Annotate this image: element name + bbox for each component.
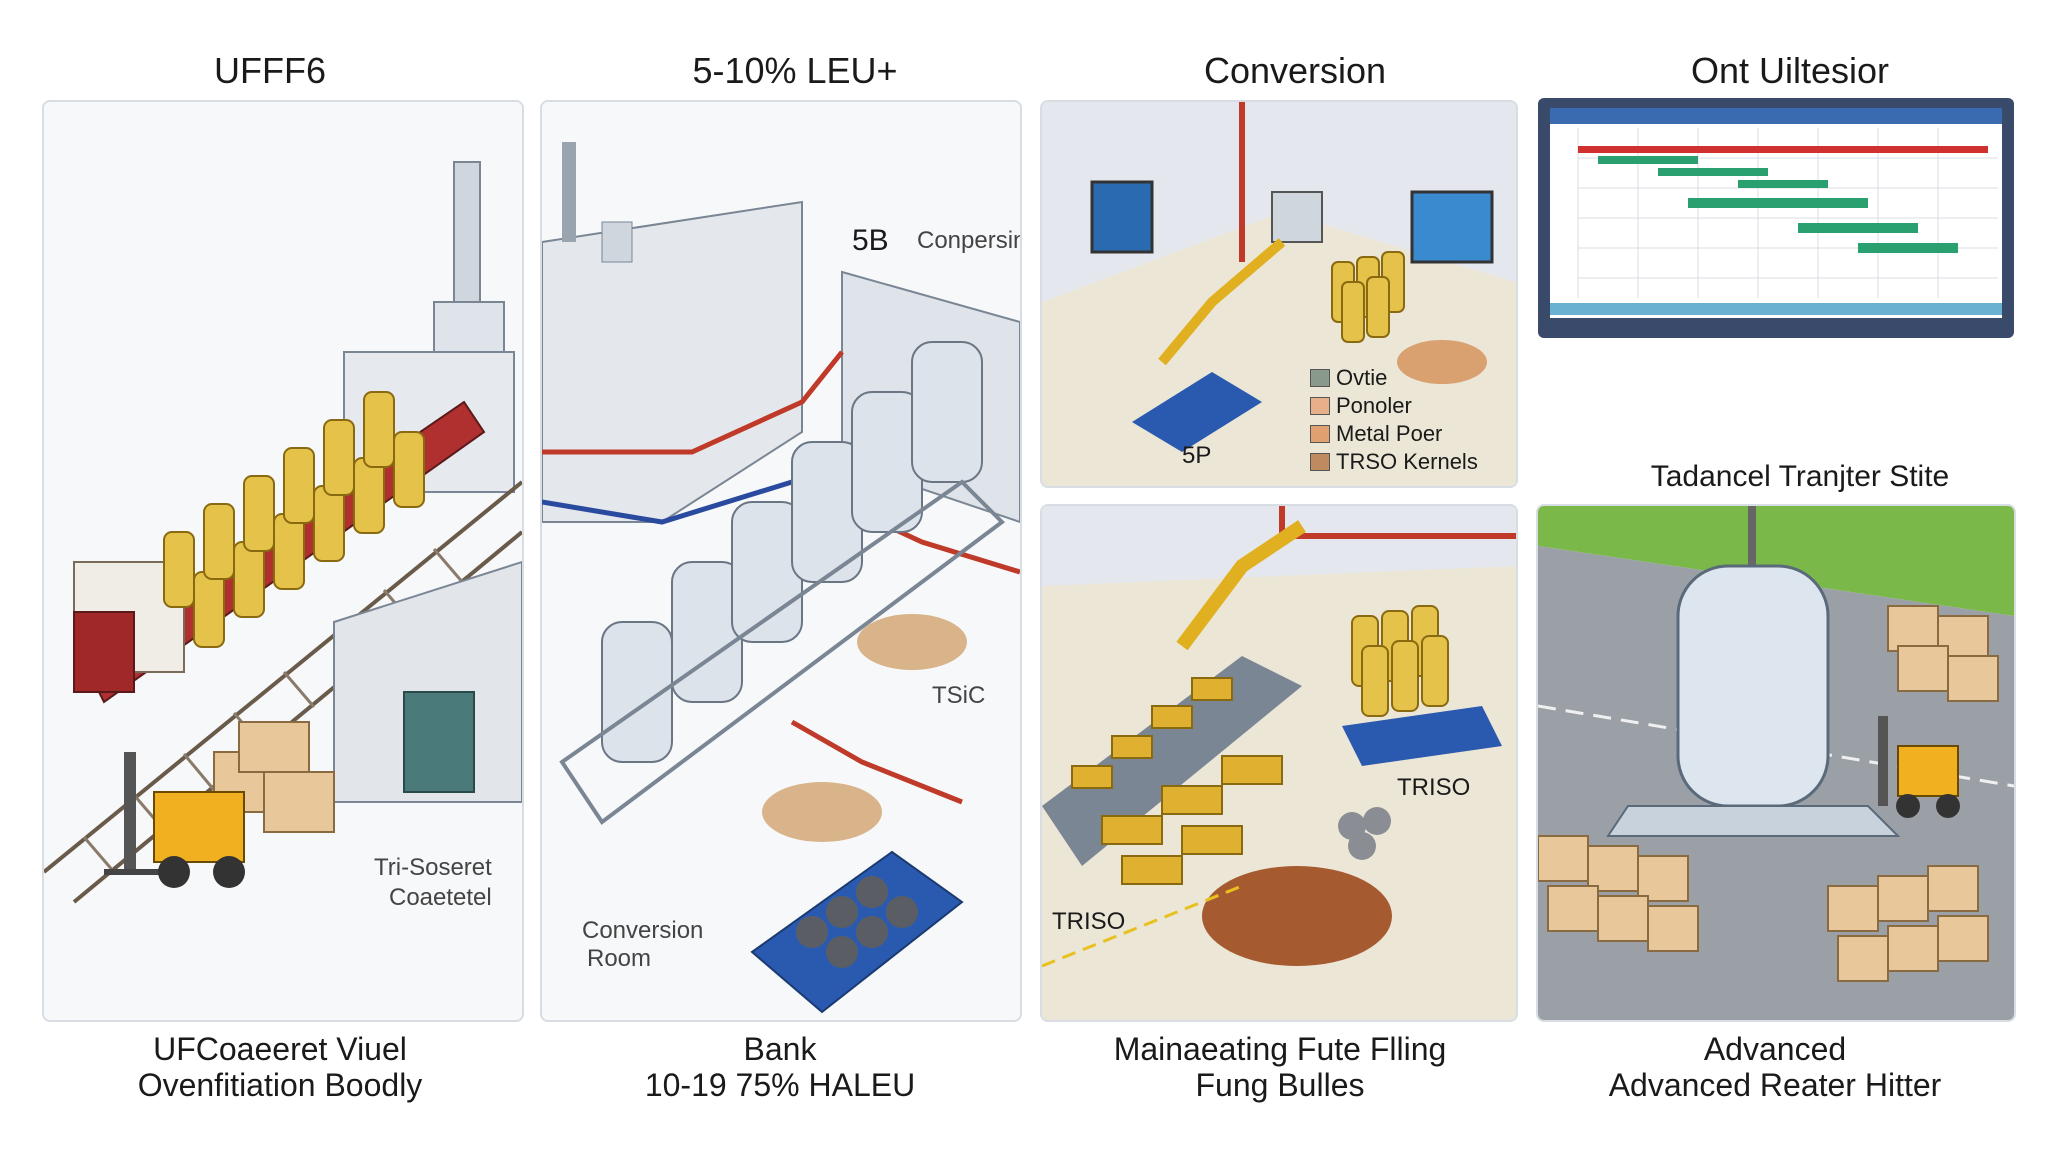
fuel-cans-bottom xyxy=(1351,605,1449,717)
feed-pipe xyxy=(1158,238,1286,366)
forklift xyxy=(104,752,245,888)
legend-swatch xyxy=(1310,425,1330,443)
room-label-line2: Room xyxy=(587,945,652,972)
powder-pile-2 xyxy=(762,782,882,842)
furnace-unit xyxy=(1271,191,1323,243)
gantt-grid xyxy=(1577,128,1998,298)
panel-conversion-top: 5P Ovtie Ponoler Metal Poer TRSO Kernels xyxy=(1040,100,1518,488)
pellet-conveyor xyxy=(1042,656,1302,866)
panel-enrichment-facility: 5B Conpersin TSiC Conversion Room xyxy=(540,100,1022,1022)
graphite-pebbles xyxy=(1338,807,1391,860)
gantt-bar xyxy=(1858,243,1958,253)
legend-item-ponoler: Ponoler xyxy=(1310,392,1478,420)
column-2-caption-line1: Bank xyxy=(743,1031,817,1067)
legend-swatch xyxy=(1310,397,1330,415)
column-3-title: Conversion xyxy=(1203,50,1387,91)
legend-item-trso-kernels: TRSO Kernels xyxy=(1310,448,1478,476)
gantt-bar xyxy=(1658,168,1768,176)
storage-crates xyxy=(213,721,335,833)
column-3-caption-line1: Mainaeating Fute Flling xyxy=(1113,1031,1447,1067)
cargo-crates-bottom-left xyxy=(1538,835,1699,952)
label-5b: 5B xyxy=(852,224,889,257)
legend-label: Ponoler xyxy=(1336,393,1412,418)
legend-swatch xyxy=(1310,453,1330,471)
centrifuge-tanks xyxy=(601,341,983,763)
column-4-caption-line2: Advanced Reater Hitter xyxy=(1608,1067,1942,1103)
column-1-caption-line1: UFCoaeeret Viuel xyxy=(153,1031,407,1067)
label-triso-a: TRISO xyxy=(1397,774,1471,801)
schedule-monitor xyxy=(1538,98,2014,338)
column-3-caption-line2: Fung Bulles xyxy=(1195,1067,1365,1103)
legend-label: Ovtie xyxy=(1336,365,1388,390)
panel-conversion-bottom: TRISO TRISO xyxy=(1040,504,1518,1022)
triso-kernel-pile xyxy=(1202,866,1392,966)
uf6-cylinders xyxy=(163,391,425,648)
label-conversion-tag: Conpersin xyxy=(917,227,1022,254)
gantt-bar xyxy=(1688,198,1868,208)
storage-label-line1: Tri-Soseret xyxy=(374,854,492,881)
enrichment-building xyxy=(542,200,803,523)
cargo-crates-top xyxy=(1887,605,1999,702)
label-tsic: TSiC xyxy=(932,682,986,709)
site-label: Tadancel Tranjter Stite xyxy=(1650,460,1950,493)
reactor-mast xyxy=(1748,506,1756,596)
gantt-bar xyxy=(1578,146,1988,153)
powder-pile-1 xyxy=(857,614,967,670)
column-4-title: Ont Uiltesior xyxy=(1690,50,1890,91)
gantt-bar xyxy=(1598,156,1698,164)
legend-swatch xyxy=(1310,369,1330,387)
panel-reactor-site xyxy=(1536,504,2016,1022)
storage-label-line2: Coaetetel xyxy=(389,884,492,911)
control-monitor xyxy=(1090,180,1154,254)
column-2-title: 5-10% LEU+ xyxy=(692,50,898,91)
column-1-title: UFFF6 xyxy=(214,50,326,91)
tank-frame xyxy=(559,479,1006,825)
material-legend: Ovtie Ponoler Metal Poer TRSO Kernels xyxy=(1310,364,1478,476)
fuel-cans-top xyxy=(1331,251,1405,343)
label-triso-b: TRISO xyxy=(1052,908,1126,935)
pellet-rows xyxy=(1071,677,1283,885)
reactor-vessel xyxy=(1676,564,1830,808)
panel-rail-transport: Tri-Soseret Coaetetel xyxy=(42,100,524,1022)
feed-chute xyxy=(1176,520,1306,651)
legend-item-metal-poer: Metal Poer xyxy=(1310,420,1478,448)
column-4-caption-line1: Advanced xyxy=(1703,1031,1847,1067)
label-5p: 5P xyxy=(1182,442,1212,469)
forklift-site xyxy=(1878,716,1960,818)
legend-label: TRSO Kernels xyxy=(1336,449,1478,474)
column-2-caption-line2: 10-19 75% HALEU xyxy=(644,1067,916,1103)
gantt-bar xyxy=(1738,180,1828,188)
column-1-caption-line2: Ovenfitiation Boodly xyxy=(137,1067,423,1103)
room-label-line1: Conversion xyxy=(582,917,704,944)
legend-label: Metal Poer xyxy=(1336,421,1443,446)
cargo-crates-bottom-right xyxy=(1827,865,1989,982)
gantt-bar xyxy=(1798,223,1918,233)
legend-item-ovtie: Ovtie xyxy=(1310,364,1478,392)
